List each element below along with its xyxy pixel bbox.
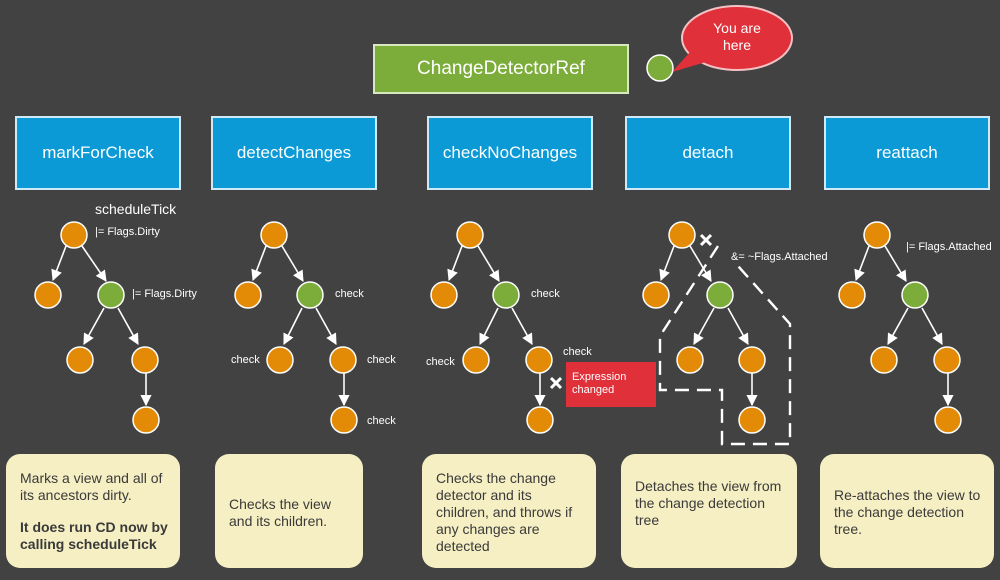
method-label: reattach (876, 143, 938, 162)
tree-node (132, 406, 160, 434)
method-label: detectChanges (236, 143, 352, 162)
tree-node (934, 406, 962, 434)
schedule-tick-label: scheduleTick (95, 201, 177, 217)
tree-node (66, 346, 94, 374)
tree-node (260, 221, 288, 249)
method-box-mark-for-check: markForCheck (15, 116, 181, 190)
method-box-reattach: reattach (824, 116, 990, 190)
current-node-indicator (646, 54, 674, 82)
tree-node-current (97, 281, 125, 309)
tree-node (738, 346, 766, 374)
note-check-no-changes: Checks the change detector and its child… (422, 454, 596, 568)
tree-node-current (706, 281, 734, 309)
tree-check-no-changes (447, 245, 546, 407)
check-label: check (563, 346, 592, 358)
tree-node (933, 346, 961, 374)
note-text: Checks the change detector and its child… (436, 470, 573, 554)
flags-dirty-label: |= Flags.Dirty (132, 288, 197, 300)
root-node-box: ChangeDetectorRef (373, 44, 629, 94)
note-strong-text: It does run CD now by calling scheduleTi… (20, 519, 168, 552)
tree-node (330, 406, 358, 434)
you-are-here-callout (672, 5, 793, 72)
tree-node (525, 346, 553, 374)
tree-node (738, 406, 766, 434)
detach-x-icon (699, 233, 713, 247)
note-detect-changes: Checks the view and its children. (215, 454, 363, 568)
note-reattach: Re-attaches the view to the change detec… (820, 454, 994, 568)
error-x-icon (549, 376, 563, 390)
note-detach: Detaches the view from the change detect… (621, 454, 797, 568)
tree-node (34, 281, 62, 309)
method-box-check-no-changes: checkNoChanges (427, 116, 593, 190)
tree-node (676, 346, 704, 374)
tree-node (266, 346, 294, 374)
check-label: check (426, 356, 455, 368)
expression-changed-error: Expression changed (566, 362, 656, 407)
callout-text: You are here (690, 20, 784, 54)
method-label: checkNoChanges (442, 143, 578, 162)
tree-node (838, 281, 866, 309)
note-text: Marks a view and all of its ancestors di… (20, 470, 163, 503)
method-label: markForCheck (42, 143, 154, 162)
tree-node (234, 281, 262, 309)
error-line-2: changed (572, 384, 615, 396)
method-box-detect-changes: detectChanges (211, 116, 377, 190)
callout-line-1: You are (713, 20, 761, 36)
tree-node-current (296, 281, 324, 309)
tree-node (456, 221, 484, 249)
tree-detect-changes (251, 245, 350, 407)
flags-dirty-label: |= Flags.Dirty (95, 226, 160, 238)
tree-node-current (492, 281, 520, 309)
flags-attached-label: |= Flags.Attached (906, 241, 992, 253)
tree-node (430, 281, 458, 309)
tree-reattach (854, 245, 954, 407)
tree-node (60, 221, 88, 249)
note-text: Checks the view and its children. (229, 496, 331, 529)
tree-node-current (901, 281, 929, 309)
detached-subtree-outline (658, 245, 792, 446)
tree-node (329, 346, 357, 374)
error-line-1: Expression (572, 371, 627, 383)
note-text: Re-attaches the view to the change detec… (834, 487, 981, 537)
check-label: check (531, 288, 560, 300)
note-text: Detaches the view from the change detect… (635, 478, 782, 528)
method-box-detach: detach (625, 116, 791, 190)
tree-node (642, 281, 670, 309)
tree-detach (659, 245, 758, 407)
flags-not-attached-label: &= ~Flags.Attached (731, 251, 828, 263)
tree-node (668, 221, 696, 249)
method-label: detach (682, 143, 734, 162)
root-node-label: ChangeDetectorRef (417, 58, 585, 79)
tree-node (870, 346, 898, 374)
tree-mark-for-check (51, 245, 152, 407)
note-mark-for-check: Marks a view and all of its ancestors di… (6, 454, 180, 568)
tree-node (526, 406, 554, 434)
check-label: check (231, 354, 260, 366)
check-label: check (367, 354, 396, 366)
tree-node (863, 221, 891, 249)
tree-node (462, 346, 490, 374)
callout-line-2: here (722, 37, 752, 53)
tree-node (131, 346, 159, 374)
check-label: check (335, 288, 364, 300)
check-label: check (367, 415, 396, 427)
